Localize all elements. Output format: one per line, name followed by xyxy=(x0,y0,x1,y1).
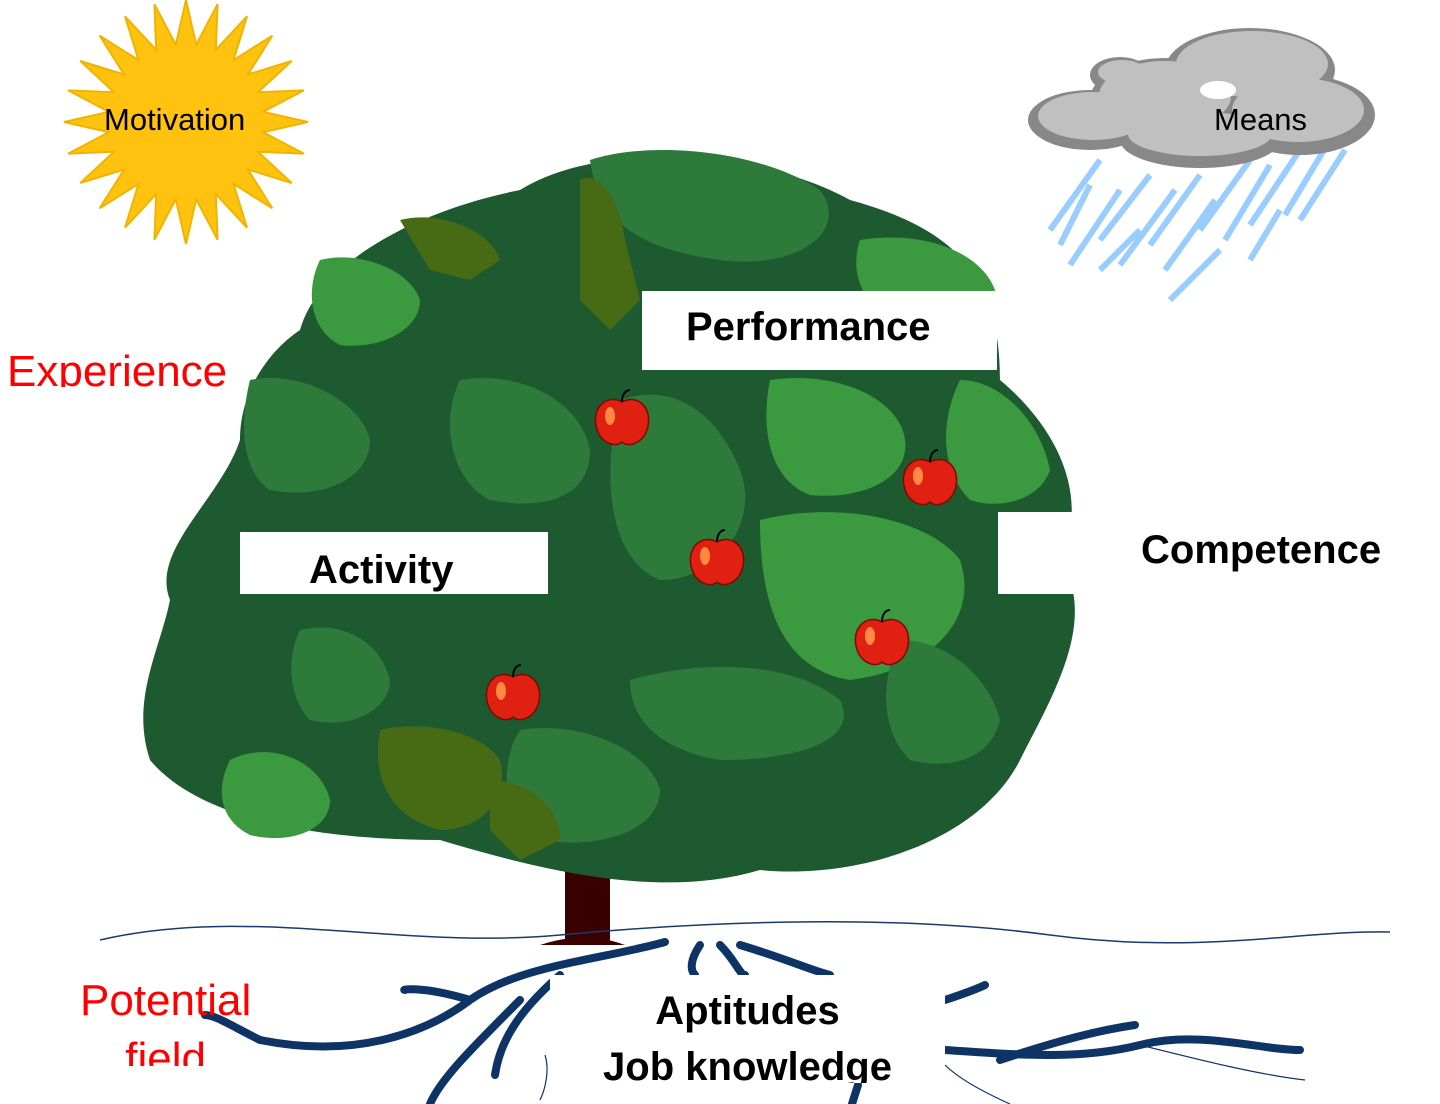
rain-streak xyxy=(1147,173,1203,247)
foliage-blob xyxy=(766,378,906,496)
means-label: Means xyxy=(1214,102,1308,137)
foliage-blob xyxy=(490,780,560,860)
competence-box: Competence xyxy=(998,512,1440,594)
foliage-blob xyxy=(590,150,829,262)
performance-label: Performance xyxy=(686,305,931,349)
apples-group xyxy=(485,389,958,721)
sun-icon xyxy=(63,0,309,245)
rain-streak xyxy=(1197,158,1253,232)
apple-icon xyxy=(485,664,541,721)
experience-box: Experience xyxy=(0,345,275,387)
roots-icon xyxy=(201,938,1304,1104)
foliage-blob xyxy=(378,726,502,830)
foliage-blob xyxy=(244,378,370,493)
aptitudes-box: Aptitudes Job knowledge xyxy=(550,975,945,1083)
rain-cloud-icon xyxy=(1028,28,1375,303)
activity-box: Activity xyxy=(240,532,548,594)
rain-streak xyxy=(1247,208,1283,262)
rain-streak xyxy=(1162,198,1218,272)
rain-streak xyxy=(1167,247,1223,303)
foliage-blob xyxy=(291,627,390,723)
rain-streak xyxy=(1297,148,1348,222)
foliage-blob xyxy=(400,217,500,280)
job-knowledge-label: Job knowledge xyxy=(603,1045,892,1083)
rain-streak xyxy=(1117,188,1178,267)
experience-label: Experience xyxy=(7,347,228,387)
apple-icon xyxy=(594,389,650,446)
performance-box: Performance xyxy=(642,291,997,370)
aptitudes-label: Aptitudes xyxy=(655,989,840,1033)
foliage-blob xyxy=(760,512,965,680)
rain-streak xyxy=(1097,227,1143,273)
foliage-blob xyxy=(610,394,746,580)
apple-icon xyxy=(854,609,910,666)
foliage-blob xyxy=(311,257,420,346)
rain-streak xyxy=(1222,163,1273,242)
foliage-blob xyxy=(221,752,330,839)
apple-icon xyxy=(689,529,745,586)
competence-label: Competence xyxy=(1141,528,1382,572)
activity-label: Activity xyxy=(309,548,454,592)
motivation-label: Motivation xyxy=(104,102,246,137)
foliage-blob xyxy=(580,178,640,330)
ground-line xyxy=(99,921,1391,944)
foliage-blob xyxy=(886,640,1000,764)
rain-streak xyxy=(1067,188,1123,267)
rain-streak xyxy=(1057,183,1093,247)
foliage-blob xyxy=(946,380,1050,504)
potential-field-label: Potential field xyxy=(80,976,252,1066)
rain-streak xyxy=(1247,148,1303,227)
foliage-blob xyxy=(450,378,590,504)
potential-field-box: Potential field xyxy=(60,970,300,1066)
foliage-blob xyxy=(630,666,844,760)
apple-icon xyxy=(902,449,958,506)
rain-streak xyxy=(1097,173,1153,242)
rain-streak xyxy=(1047,158,1103,232)
